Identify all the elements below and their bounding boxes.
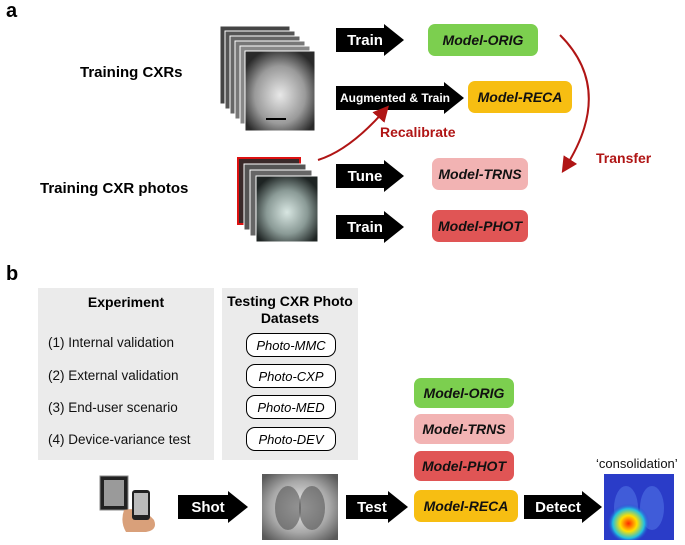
dataset-photo-cxp: Photo-CXP (246, 364, 336, 388)
experiment-item-4: (4) Device-variance test (48, 432, 191, 447)
tune-arrow-label: Tune (347, 167, 383, 185)
test-arrow: Test (346, 491, 408, 523)
model-orig-b: Model-ORIG (414, 378, 514, 408)
tune-arrow: Tune (336, 160, 404, 192)
datasets-header: Testing CXR Photo Datasets (227, 293, 353, 326)
cxr-image-stack (218, 24, 318, 134)
experiment-item-1: (1) Internal validation (48, 335, 175, 350)
experiment-item-3: (3) End-user scenario (48, 400, 178, 415)
curved-arrows (317, 34, 590, 174)
panel-a-letter: a (6, 0, 18, 22)
model-trns-a: Model-TRNS (432, 158, 528, 190)
train-arrow-1-label: Train (347, 31, 383, 49)
dataset-photo-mmc: Photo-MMC (246, 333, 336, 357)
cxr-photo-stack (236, 156, 326, 246)
augmented-train-arrow: Augmented & Train (336, 82, 464, 114)
captured-cxr-photo (262, 474, 338, 540)
shot-arrow-label: Shot (191, 498, 225, 516)
dataset-photo-dev: Photo-DEV (246, 427, 336, 451)
training-photos-label: Training CXR photos (40, 180, 189, 197)
model-reca-b: Model-RECA (414, 490, 518, 522)
train-arrow-2: Train (336, 211, 404, 243)
augmented-train-arrow-label: Augmented & Train (339, 91, 450, 105)
detect-arrow: Detect (524, 491, 602, 523)
phone-capture-image (96, 470, 162, 534)
model-trns-b: Model-TRNS (414, 414, 514, 444)
finding-label: ‘consolidation’ (596, 456, 678, 471)
detect-arrow-label: Detect (535, 498, 581, 516)
experiment-item-2: (2) External validation (48, 368, 179, 383)
train-arrow-2-label: Train (347, 218, 383, 236)
model-phot-a: Model-PHOT (432, 210, 528, 242)
dataset-photo-med: Photo-MED (246, 395, 336, 419)
experiment-header: Experiment (87, 294, 165, 310)
model-orig-a: Model-ORIG (428, 24, 538, 56)
shot-arrow: Shot (178, 491, 248, 523)
train-arrow-1: Train (336, 24, 404, 56)
experiment-box (38, 288, 214, 460)
panel-b-letter: b (6, 263, 19, 285)
model-reca-a: Model-RECA (468, 81, 572, 113)
test-arrow-label: Test (357, 498, 387, 516)
model-phot-b: Model-PHOT (414, 451, 514, 481)
transfer-label: Transfer (596, 150, 652, 166)
training-cxrs-label: Training CXRs (80, 64, 183, 81)
heatmap-image (604, 474, 674, 540)
recalibrate-label: Recalibrate (380, 124, 456, 140)
